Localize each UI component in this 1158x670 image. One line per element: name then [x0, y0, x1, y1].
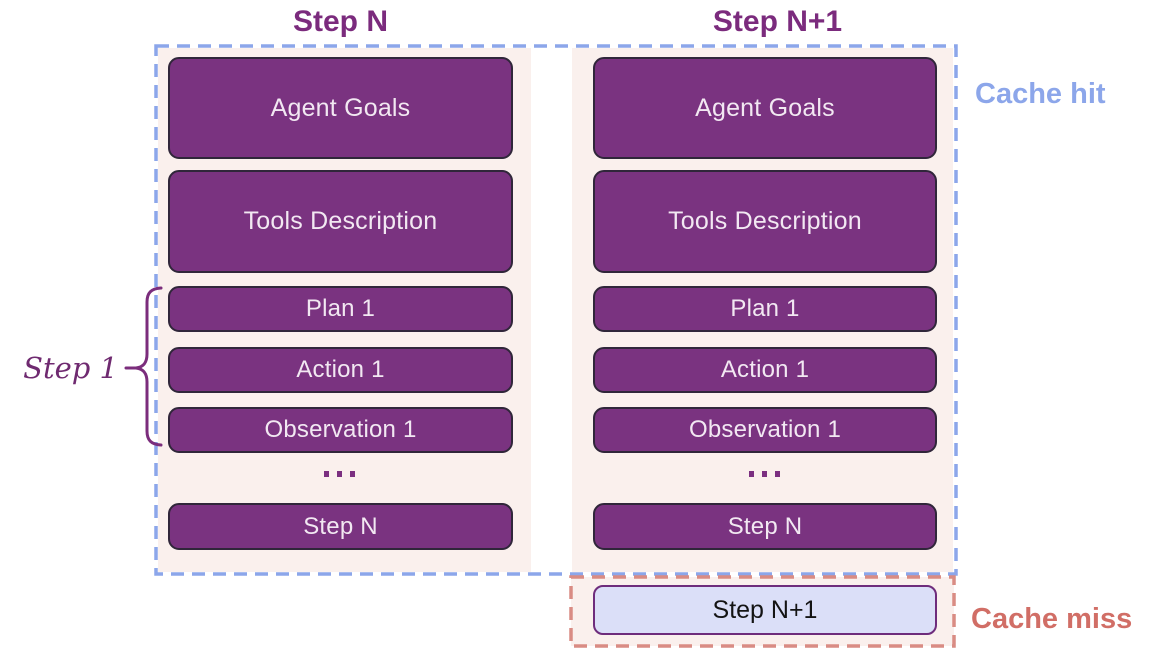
agent-goals-box: Agent Goals: [168, 57, 513, 159]
cache-hit-label: Cache hit: [975, 78, 1106, 110]
step-n-box: Step N: [168, 503, 513, 550]
step-n-box: Step N: [593, 503, 937, 550]
ellipsis-dots: [324, 471, 355, 477]
observation-1-box: Observation 1: [593, 407, 937, 453]
agent-goals-box: Agent Goals: [593, 57, 937, 159]
column-title-step-n: Step N: [292, 5, 388, 38]
ellipsis-dots: [749, 471, 780, 477]
tools-description-box: Tools Description: [593, 170, 937, 273]
step-n-plus-1-new-box: Step N+1: [593, 585, 937, 635]
plan-1-box: Plan 1: [168, 286, 513, 332]
action-1-box: Action 1: [168, 347, 513, 393]
column-title-step-n-plus-1: Step N+1: [712, 5, 843, 38]
step-1-label: Step 1: [23, 351, 118, 385]
cache-miss-label: Cache miss: [971, 603, 1133, 635]
plan-1-box: Plan 1: [593, 286, 937, 332]
tools-description-box: Tools Description: [168, 170, 513, 273]
action-1-box: Action 1: [593, 347, 937, 393]
observation-1-box: Observation 1: [168, 407, 513, 453]
